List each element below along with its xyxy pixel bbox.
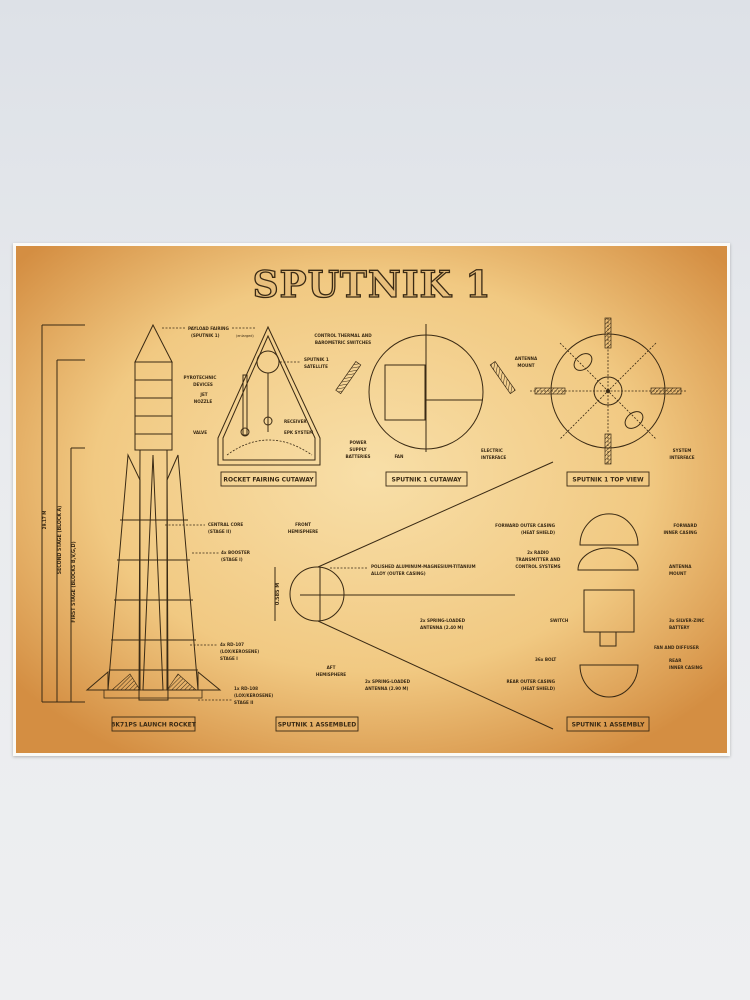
topview-antenna-mount-label: MOUNT	[517, 363, 534, 369]
switch-label: SWITCH	[550, 618, 569, 624]
radio-control-label: CONTROL SYSTEMS	[515, 564, 560, 570]
batteries-label: BATTERIES	[345, 454, 370, 460]
rd107-fuel-label: (LOX/KEROSENE)	[220, 649, 259, 655]
assembled-panel-title: SPUTNIK 1 ASSEMBLED	[278, 722, 357, 729]
aft-hemisphere-label: HEMISPHERE	[316, 672, 346, 678]
epk-system-label: EPK SYSTEM	[284, 430, 313, 436]
aft-label: AFT	[327, 665, 336, 671]
control-switches-sub-label: BAROMETRIC SWITCHES	[315, 340, 371, 346]
front-label: FRONT	[295, 522, 311, 528]
rocket-panel-label-box	[111, 716, 196, 732]
booster-label: 4x BOOSTER	[221, 550, 251, 556]
battery-sub-label: BATTERY	[669, 625, 690, 631]
payload-fairing-sub-label: (SPUTNIK 1)	[191, 333, 220, 339]
battery-label: 3x SILVER-ZINC	[669, 618, 704, 624]
rear-outer-casing-sub-label: (HEAT SHIELD)	[521, 686, 555, 692]
first-stage-label: FIRST STAGE (BLOCKS B,V,G,D)	[71, 541, 77, 622]
central-core-sub-label: (STAGE II)	[208, 529, 231, 535]
diameter-label: 0.585 M	[275, 583, 281, 605]
receiver-label: RECEIVER	[284, 419, 307, 425]
rd107-label: 4x RD-107	[220, 642, 244, 648]
electric-interface-label: INTERFACE	[481, 455, 506, 461]
forward-outer-casing-label: FORWARD OUTER CASING	[495, 523, 555, 529]
assembly-antenna-label: ANTENNA	[669, 564, 692, 570]
front-hemisphere-label: HEMISPHERE	[288, 529, 318, 535]
radio-label: 2x RADIO	[527, 550, 549, 556]
antenna-240-length-label: ANTENNA (2.40 M)	[420, 625, 463, 631]
alloy-sub-label: ALLOY (OUTER CASING)	[371, 571, 426, 577]
power-supply-label: SUPPLY	[349, 447, 367, 453]
assembly-antenna-mount-label: MOUNT	[669, 571, 686, 577]
rd107-stage-label: STAGE I	[220, 656, 238, 662]
power-label: POWER	[349, 440, 367, 446]
sputnik-cutaway-drawing	[335, 324, 516, 452]
satellite-sub-label: SATELLITE	[304, 364, 328, 370]
pyrotechnic-sub-label: DEVICES	[193, 382, 213, 388]
pyrotechnic-label: PYROTECHNIC	[184, 375, 217, 381]
topview-antenna-label: ANTENNA	[515, 356, 538, 362]
assembled-panel-label-box	[275, 716, 359, 732]
assembly-panel-title: SPUTNIK 1 ASSEMBLY	[572, 722, 645, 729]
booster-sub-label: (STAGE I)	[221, 557, 243, 563]
poster-title: SPUTNIK 1	[253, 264, 492, 306]
antenna-290-label: 2x SPRING-LOADED	[365, 679, 411, 685]
forward-outer-casing-sub-label: (HEAT SHIELD)	[521, 530, 555, 536]
cutaway-panel-label-box	[385, 471, 468, 487]
central-core-label: CENTRAL CORE	[208, 522, 243, 528]
second-stage-label: SECOND STAGE (BLOCK A)	[57, 506, 63, 575]
antenna-290-length-label: ANTENNA (2.90 M)	[365, 686, 408, 692]
rd108-stage-label: STAGE II	[234, 700, 254, 706]
bolt-label: 36x BOLT	[535, 657, 556, 663]
antenna-240-label: 2x SPRING-LOADED	[420, 618, 466, 624]
fan-diffuser-label: FAN AND DIFFUSER	[654, 645, 700, 651]
topview-panel-title: SPUTNIK 1 TOP VIEW	[572, 477, 644, 484]
assembly-panel-label-box	[566, 716, 650, 732]
fairing-panel-title: ROCKET FAIRING CUTAWAY	[223, 477, 314, 484]
system-interface-label: INTERFACE	[669, 455, 694, 461]
sputnik-assembly-exploded-drawing	[577, 513, 639, 698]
valve-label: VALVE	[193, 430, 207, 436]
rd108-label: 1x RD-108	[234, 686, 258, 692]
rocket-panel-title: 8K71PS LAUNCH ROCKET	[111, 722, 197, 729]
rd108-fuel-label: (LOX/KEROSENE)	[234, 693, 273, 699]
sputnik-assembled-drawing	[274, 461, 554, 730]
radio-transmitter-label: TRANSMITTER AND	[516, 557, 561, 563]
rear-inner-casing-label: INNER CASING	[669, 665, 703, 671]
system-label: SYSTEM	[673, 448, 692, 454]
fairing-panel-label-box	[220, 471, 317, 487]
control-switches-label: CONTROL THERMAL AND	[314, 333, 372, 339]
alloy-label: POLISHED ALUMINUM-MAGNESIUM-TITANIUM	[371, 564, 476, 570]
sputnik-top-view-drawing	[530, 317, 686, 465]
jet-label: JET	[199, 392, 207, 398]
satellite-label: SPUTNIK 1	[304, 357, 329, 363]
forward-inner-casing-label: INNER CASING	[664, 530, 698, 536]
cutaway-panel-title: SPUTNIK 1 CUTAWAY	[392, 477, 463, 484]
enlarged-note: (enlarged)	[236, 333, 254, 338]
fairing-cutaway-drawing	[217, 325, 321, 466]
rear-outer-casing-label: REAR OUTER CASING	[506, 679, 555, 685]
forward-inner-label: FORWARD	[673, 523, 697, 529]
launch-rocket-drawing	[41, 323, 222, 703]
electric-label: ELECTRIC	[481, 448, 503, 454]
rear-inner-label: REAR	[669, 658, 682, 664]
parchment-background	[16, 246, 727, 753]
topview-panel-label-box	[566, 471, 650, 487]
jet-nozzle-label: NOZZLE	[194, 399, 213, 405]
rocket-height-label: 29.17 M	[42, 511, 48, 530]
payload-fairing-label: PAYLOAD FAIRING	[188, 326, 229, 332]
fan-label: FAN	[395, 454, 404, 460]
